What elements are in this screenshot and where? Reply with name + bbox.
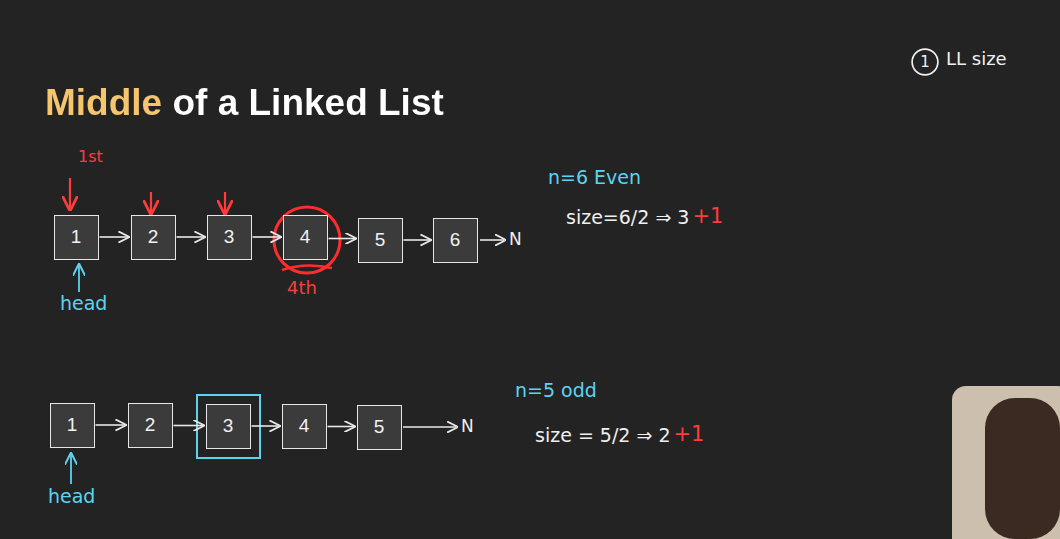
null-arrow xyxy=(403,426,456,428)
step-arrow xyxy=(69,178,71,208)
next-pointer xyxy=(252,425,280,427)
head-arrow xyxy=(78,266,80,292)
node-value: 5 xyxy=(374,416,385,438)
node-value: 4 xyxy=(299,415,310,437)
node-value: 2 xyxy=(145,414,156,436)
size-note: n=6 Even xyxy=(548,167,641,188)
webcam-overlay xyxy=(985,398,1060,539)
underline-stroke xyxy=(282,265,332,270)
node-value: 6 xyxy=(450,229,461,251)
formula-increment: +1 xyxy=(692,205,723,228)
list-node-box: 5 xyxy=(357,405,402,450)
next-pointer xyxy=(253,236,281,238)
step-marker: 1st xyxy=(78,148,103,166)
webcam-overlay xyxy=(952,386,1060,539)
head-arrow xyxy=(70,455,72,484)
list-node-box: 5 xyxy=(358,218,403,263)
list-node-box: 3 xyxy=(207,215,252,260)
node-value: 5 xyxy=(375,229,386,251)
list-node-box: 6 xyxy=(433,218,478,263)
title: Middle of a Linked List xyxy=(45,82,444,125)
next-pointer xyxy=(96,424,126,426)
number-circle: 1 xyxy=(911,48,939,76)
list-node-box: 3 xyxy=(206,404,251,449)
null-arrow xyxy=(480,239,504,241)
highlight-circle xyxy=(274,207,340,273)
node-value: 1 xyxy=(71,226,82,248)
list-node-box: 4 xyxy=(283,215,328,260)
list-node-box: 2 xyxy=(128,403,173,448)
list-node-box: 4 xyxy=(282,404,327,449)
next-pointer xyxy=(177,236,205,238)
next-pointer xyxy=(329,238,356,240)
head-label: head xyxy=(60,293,107,314)
next-pointer xyxy=(174,425,204,427)
node-value: 4 xyxy=(300,226,311,248)
next-pointer xyxy=(100,236,129,238)
node-value: 3 xyxy=(224,226,235,248)
null-label: N xyxy=(509,230,522,249)
node-value: 1 xyxy=(920,53,930,71)
formula: size=6/2 ⇒ 3 xyxy=(566,207,689,228)
step-arrow xyxy=(150,192,152,212)
note-heading: LL size xyxy=(946,49,1007,69)
highlight-box xyxy=(197,395,260,458)
step-marker: 4th xyxy=(287,278,317,298)
node-value: 3 xyxy=(223,415,234,437)
list-node-box: 1 xyxy=(50,403,95,448)
next-pointer xyxy=(404,239,431,241)
size-note: n=5 odd xyxy=(515,380,597,401)
next-pointer xyxy=(328,426,355,428)
list-node-box: 1 xyxy=(54,215,99,260)
head-label: head xyxy=(48,486,95,507)
step-arrow xyxy=(224,192,226,212)
null-label: N xyxy=(461,417,474,436)
formula: size = 5/2 ⇒ 2 xyxy=(535,425,671,446)
node-value: 1 xyxy=(67,414,78,436)
list-node-box: 2 xyxy=(131,215,176,260)
node-value: 2 xyxy=(148,226,159,248)
formula-increment: +1 xyxy=(674,423,705,446)
